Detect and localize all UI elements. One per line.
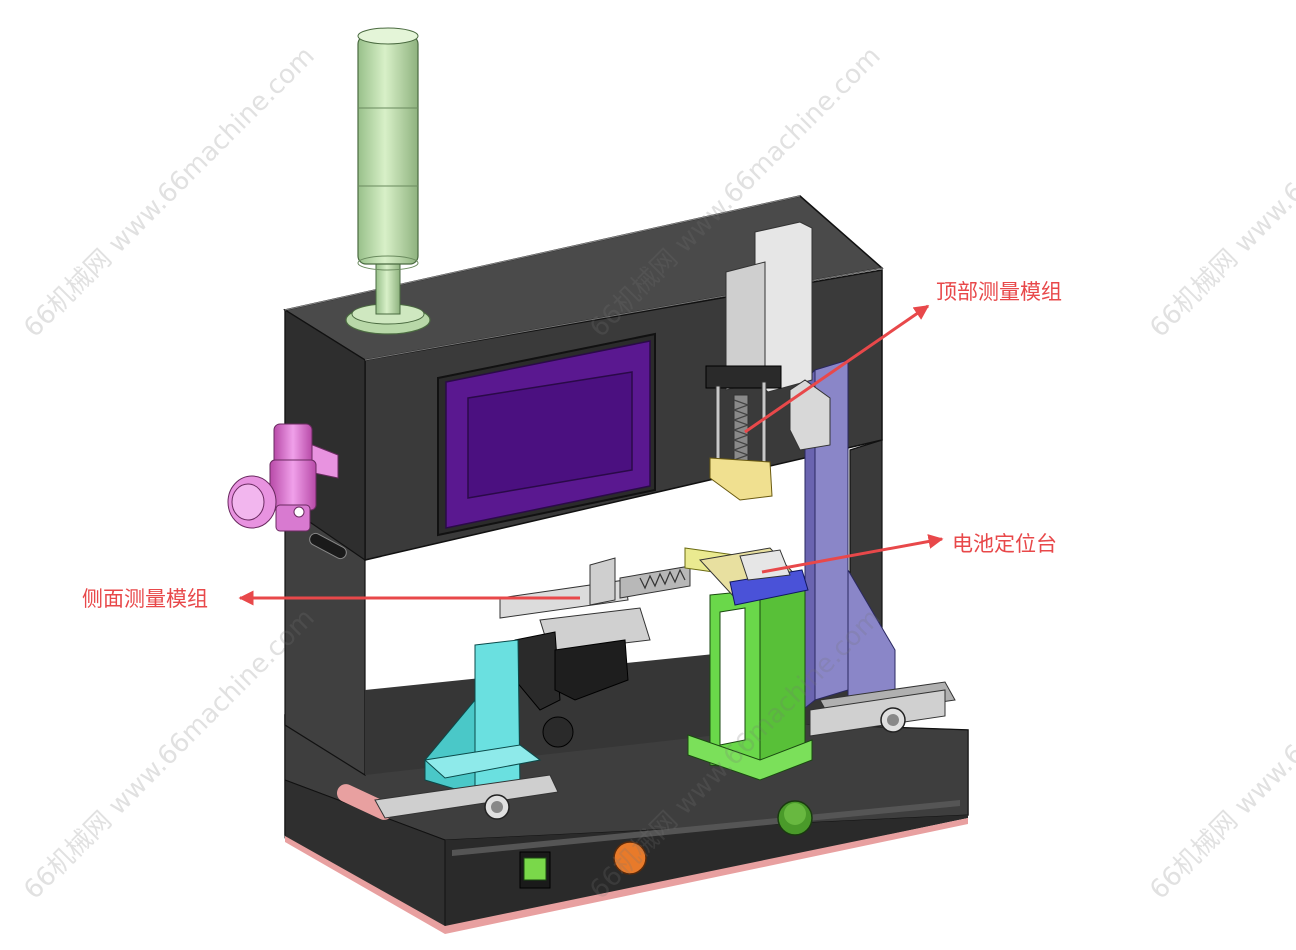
arrow-battery-stage — [761, 534, 944, 574]
label-battery-positioning-stage: 电池定位台 — [952, 532, 1057, 556]
top-measuring-module — [705, 221, 831, 501]
side-bracket — [374, 639, 574, 820]
front-controls — [519, 800, 813, 889]
air-regulator — [227, 423, 339, 532]
callout-arrows — [238, 304, 944, 606]
label-side-measuring-module: 侧面测量模组 — [82, 587, 208, 611]
battery-positioning-stage — [684, 547, 813, 781]
arrow-top-module — [744, 304, 930, 434]
vertical-column — [804, 359, 956, 737]
signal-tower — [345, 27, 431, 335]
side-measuring-module — [499, 557, 691, 711]
hmi-screen — [437, 332, 656, 537]
label-top-measuring-module: 顶部测量模组 — [936, 280, 1062, 304]
